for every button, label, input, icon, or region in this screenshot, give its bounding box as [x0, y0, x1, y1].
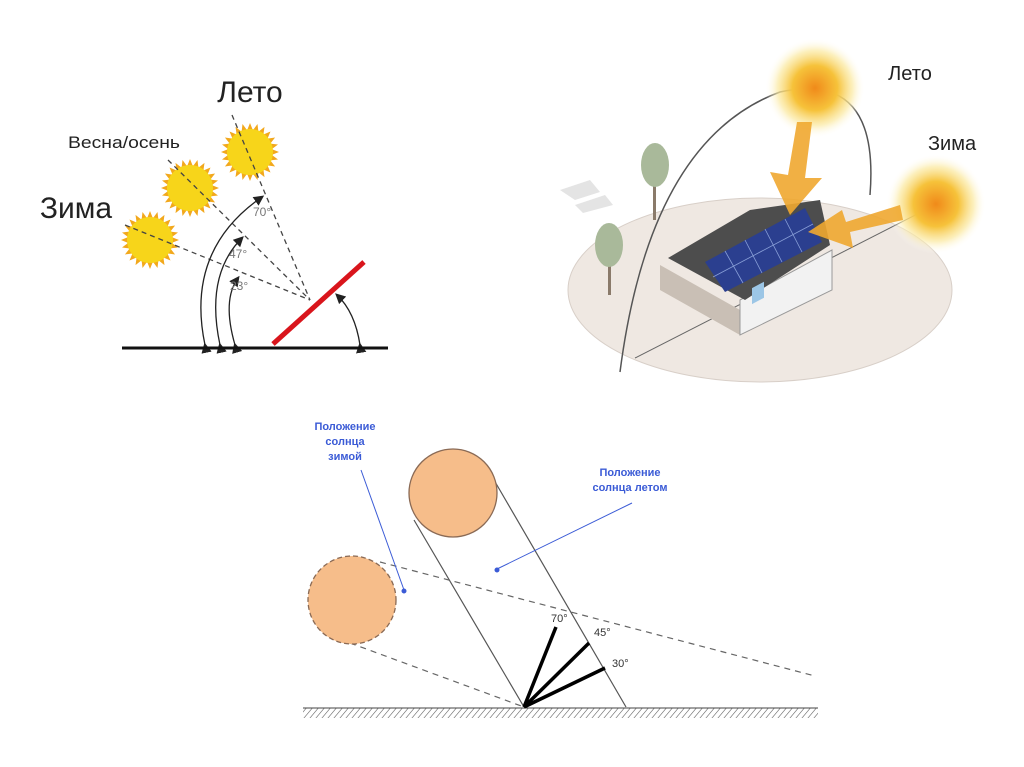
label-summer: Лето — [217, 76, 282, 109]
summer-sun-disk — [408, 448, 498, 538]
sun-summer-icon — [765, 38, 865, 138]
house-icon — [660, 200, 833, 336]
sun-summer-icon — [221, 123, 279, 181]
winter-position-label-line2: солнца — [325, 436, 365, 448]
winter-sun-disk — [307, 555, 397, 645]
sun-winter-icon — [886, 154, 986, 254]
cloud-shapes — [560, 180, 613, 213]
label-pointers — [360, 469, 633, 594]
angle-label-30: 30° — [612, 658, 629, 670]
angle-label-70: 70° — [253, 205, 271, 219]
seasonal-sun-angle-diagram: Лето Весна/осень Зима 70° 47° 23° — [40, 76, 388, 354]
tree-icon — [595, 143, 669, 295]
label-winter-right: Зима — [928, 133, 977, 155]
label-summer-right: Лето — [888, 63, 932, 85]
hatched-ground — [303, 708, 818, 718]
angle-label-23: 23° — [230, 279, 248, 293]
angle-arcs — [200, 195, 367, 354]
house-sun-path-illustration: Лето Зима — [560, 38, 986, 383]
winter-position-label-line3: зимой — [328, 451, 362, 463]
angle-label-70-bottom: 70° — [551, 613, 568, 625]
panel-tilt-lines — [522, 626, 606, 709]
summer-position-label-line1: Положение — [599, 467, 660, 479]
label-winter: Зима — [40, 192, 113, 225]
panel-tilt-angle-diagram: 70° 45° 30° Положение солнца зимой Полож… — [303, 421, 818, 718]
sun-spring-autumn-icon — [161, 159, 219, 217]
winter-position-label-line1: Положение — [314, 421, 375, 433]
label-spring-autumn: Весна/осень — [68, 133, 180, 152]
sunlight-arrows — [770, 122, 903, 248]
solar-panel — [271, 260, 366, 346]
sun-winter-icon — [121, 211, 179, 269]
summer-position-label-line2: солнца летом — [592, 482, 667, 494]
angle-label-45: 45° — [594, 627, 611, 639]
angle-label-47: 47° — [229, 247, 247, 261]
